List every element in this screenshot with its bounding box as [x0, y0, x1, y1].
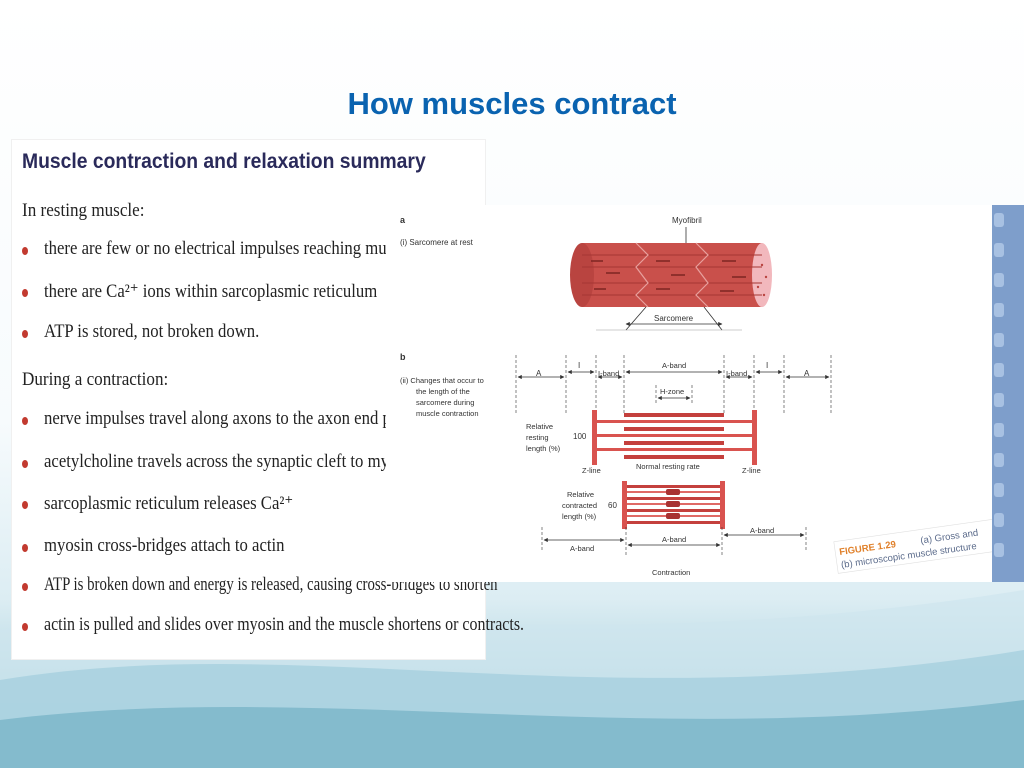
relative-resting-1: Relative: [526, 422, 553, 431]
changes-caption-1: (ii) Changes that occur to: [400, 376, 484, 385]
i-label-left: I: [578, 361, 580, 370]
label-b: b: [400, 352, 406, 362]
sarcomere-at-rest-label: (i) Sarcomere at rest: [400, 238, 474, 247]
summary-heading: Muscle contraction and relaxation summar…: [22, 150, 426, 173]
slide-title: How muscles contract: [347, 86, 677, 121]
bullet-icon: [22, 583, 28, 591]
relative-contracted-2: contracted: [562, 501, 597, 510]
sarcomere-label: Sarcomere: [654, 314, 694, 323]
contracted-value: 60: [608, 501, 617, 510]
a-band-label-bottom-left: A-band: [570, 544, 594, 553]
a-band-label-top: A-band: [662, 361, 686, 370]
contracted-sarcomere: [622, 481, 725, 529]
muscle-structure-diagram: a (i) Sarcomere at rest Myofibril Sarcom…: [400, 215, 992, 577]
a-band-label-bottom-mid: A-band: [662, 535, 686, 544]
normal-resting-rate-label: Normal resting rate: [636, 462, 700, 471]
resting-sarcomere: [592, 410, 757, 465]
contraction-label: During a contraction:: [22, 369, 169, 390]
decorative-strip: [990, 205, 1024, 582]
bullet-icon: [22, 460, 28, 468]
muscle-figure: a (i) Sarcomere at rest Myofibril Sarcom…: [386, 205, 992, 582]
relative-resting-2: resting: [526, 433, 549, 442]
contraction-label: Contraction: [652, 568, 690, 577]
relative-contracted-1: Relative: [567, 490, 594, 499]
relative-resting-3: length (%): [526, 444, 561, 453]
bullet-icon: [22, 544, 28, 552]
i-band-label-left: I-band: [598, 369, 619, 378]
figure-caption: FIGURE 1.29 (a) Gross and (b) microscopi…: [833, 515, 992, 574]
z-line-left: Z-line: [582, 466, 601, 475]
changes-caption-3: sarcomere during: [416, 398, 474, 407]
resting-label: In resting muscle:: [22, 200, 145, 221]
a-label-left: A: [536, 369, 542, 378]
myofibril-label: Myofibril: [672, 216, 702, 225]
z-line-right: Z-line: [742, 466, 761, 475]
bullet-icon: [22, 417, 28, 425]
a-label-right: A: [804, 369, 810, 378]
i-band-label-right: I-band: [726, 369, 747, 378]
bullet-icon: [22, 247, 28, 255]
bullet-icon: [22, 501, 28, 509]
myofibril-cylinder: [570, 242, 772, 308]
i-label-right: I: [766, 361, 768, 370]
bullet-icon: [22, 330, 28, 338]
relative-contracted-3: length (%): [562, 512, 597, 521]
resting-value: 100: [573, 432, 587, 441]
summary-panel: Muscle contraction and relaxation summar…: [12, 140, 524, 659]
changes-caption-4: muscle contraction: [416, 409, 479, 418]
h-zone-label: H-zone: [660, 387, 684, 396]
label-a: a: [400, 215, 406, 225]
a-band-label-bottom-right: A-band: [750, 526, 774, 535]
bullet-icon: [22, 289, 28, 297]
changes-caption-2: the length of the: [416, 387, 470, 396]
bullet-icon: [22, 623, 28, 631]
